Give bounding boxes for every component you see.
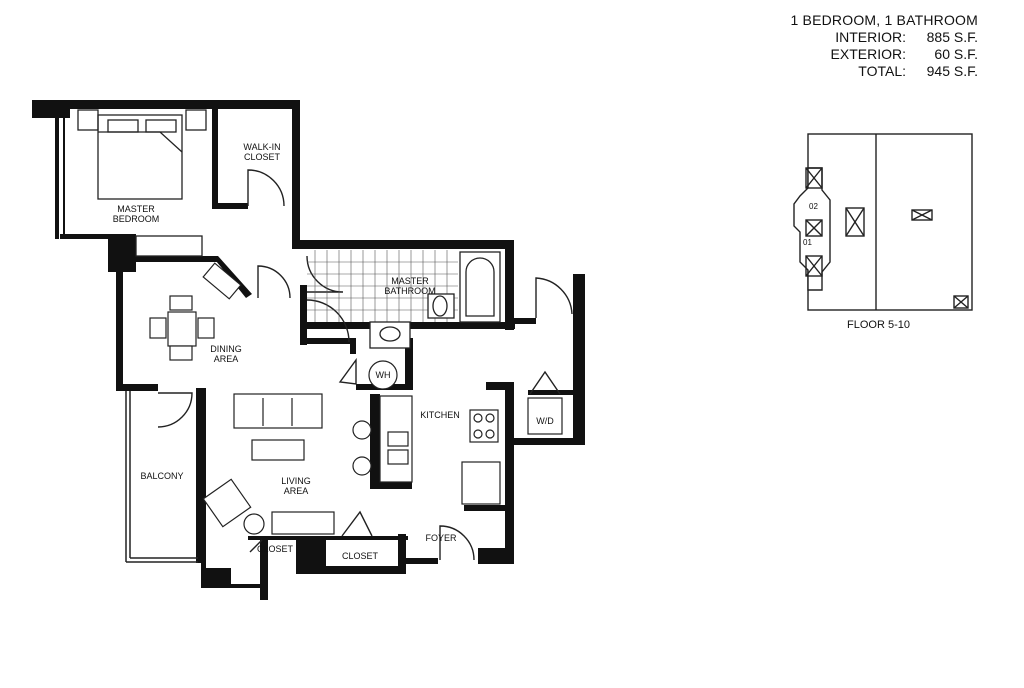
label-closet-small: CLOSET	[257, 544, 294, 554]
label-kitchen: KITCHEN	[420, 410, 460, 420]
interior-label: INTERIOR:	[835, 29, 906, 45]
room-labels: MASTER BEDROOM WALK-IN CLOSET MASTER BAT…	[113, 142, 555, 561]
total-label: TOTAL:	[858, 63, 906, 79]
living-furniture	[202, 393, 335, 535]
label-living-2: AREA	[284, 486, 309, 496]
kitchen-fixtures	[352, 360, 563, 505]
key-plan	[793, 133, 973, 311]
balcony-outline	[125, 391, 198, 563]
unit-type: 1 BEDROOM, 1 BATHROOM	[790, 12, 978, 28]
unit-info: 1 BEDROOM, 1 BATHROOM INTERIOR: 885 S.F.…	[748, 12, 978, 80]
label-master-bath-1: MASTER	[391, 276, 429, 286]
label-foyer: FOYER	[425, 533, 457, 543]
exterior-row: EXTERIOR: 60 S.F.	[748, 46, 978, 63]
label-closet: CLOSET	[342, 551, 379, 561]
doors	[157, 169, 573, 561]
floor-label: FLOOR 5-10	[847, 319, 910, 331]
exterior-value: 60 S.F.	[934, 46, 978, 62]
unit-02-label: 02	[809, 202, 818, 211]
label-master-bedroom-2: BEDROOM	[113, 214, 160, 224]
total-value: 945 S.F.	[926, 63, 978, 79]
label-master-bath-2: BATHROOM	[384, 286, 435, 296]
label-walkin-2: CLOSET	[244, 152, 281, 162]
label-walkin-1: WALK-IN	[243, 142, 280, 152]
interior-row: INTERIOR: 885 S.F.	[748, 29, 978, 46]
key-plan-units: 02 01	[803, 202, 818, 247]
label-dining-1: DINING	[210, 344, 242, 354]
exterior-label: EXTERIOR:	[830, 46, 906, 62]
dining-table	[149, 262, 242, 361]
bathroom-fixtures	[369, 251, 501, 349]
label-wd: W/D	[536, 416, 554, 426]
label-dining-2: AREA	[214, 354, 239, 364]
bed	[77, 109, 207, 257]
interior-value: 885 S.F.	[926, 29, 978, 45]
label-wh: WH	[376, 370, 391, 380]
label-master-bedroom-1: MASTER	[117, 204, 155, 214]
unit-01-label: 01	[803, 238, 812, 247]
label-living-1: LIVING	[281, 476, 311, 486]
total-row: TOTAL: 945 S.F.	[748, 63, 978, 80]
label-balcony: BALCONY	[140, 471, 183, 481]
